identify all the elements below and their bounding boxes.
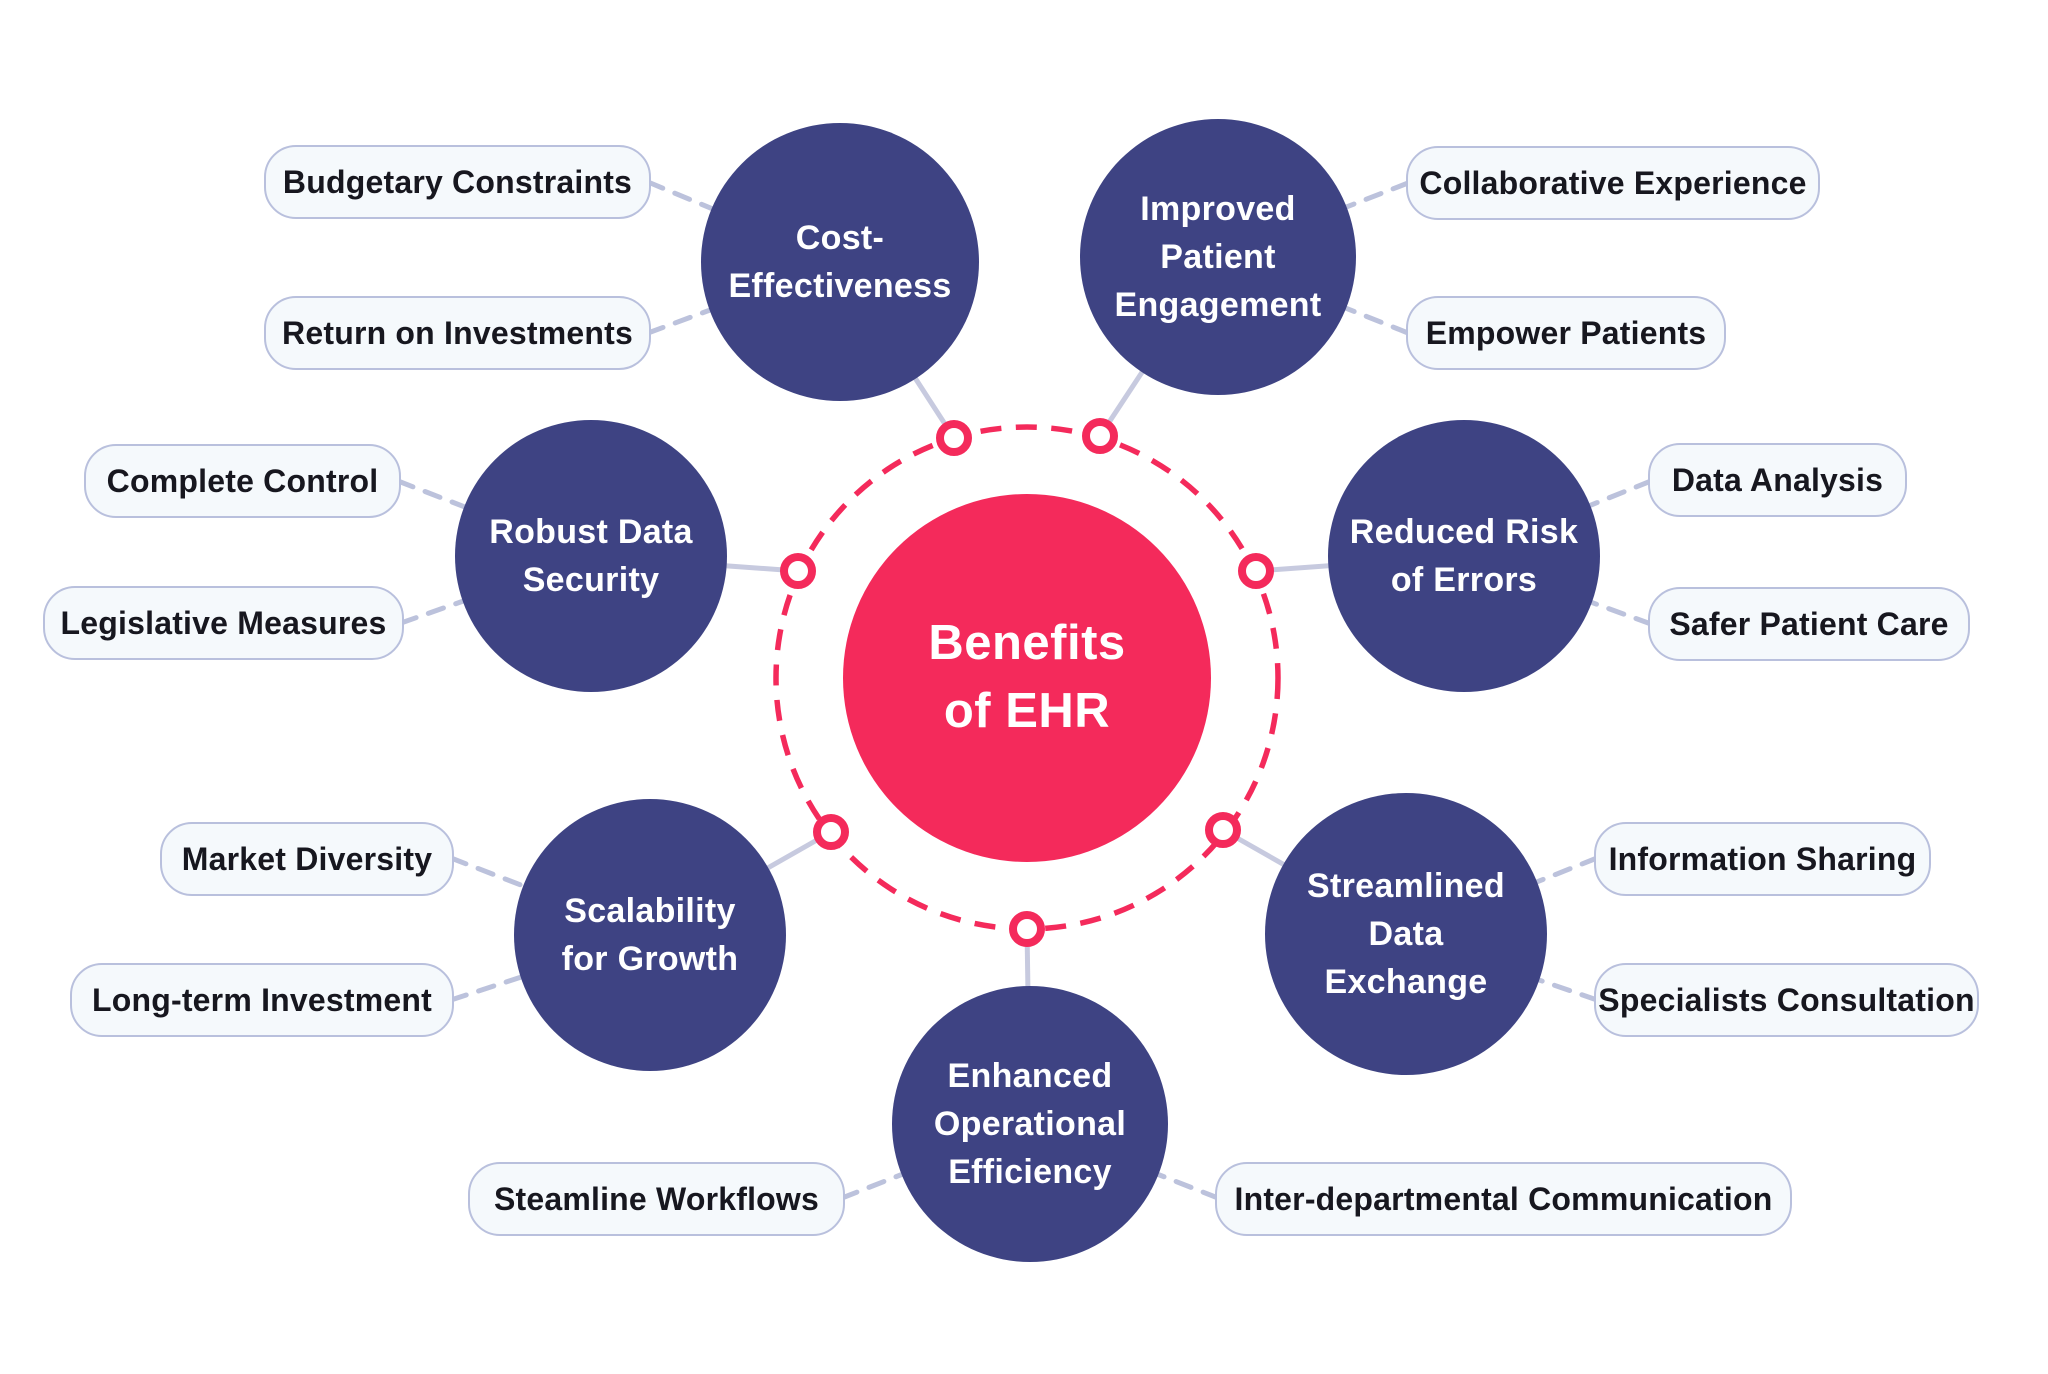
node-label-line: Operational (933, 1104, 1127, 1143)
leaf-pill-legislative-measures: Legislative Measures (43, 586, 404, 660)
node-circle-scalability: Scalability for Growth (514, 799, 786, 1071)
ring-node-cost-effectiveness (936, 420, 972, 456)
leaf-pill-steamline-workflows: Steamline Workflows (468, 1162, 845, 1236)
node-label-line: Improved (1140, 189, 1296, 228)
leaf-pill-collaborative-experience: Collaborative Experience (1406, 146, 1820, 220)
node-circle-patient-engagement: Improved Patient Engagement (1080, 119, 1356, 395)
leaf-pill-interdepartmental-communication: Inter-departmental Communication (1215, 1162, 1792, 1236)
node-label-line: Cost- (795, 218, 885, 257)
node-label-line: Engagement (1114, 286, 1322, 325)
ring-node-scalability (813, 814, 849, 850)
node-label-line: Data (1368, 914, 1444, 953)
leaf-pill-return-on-investments: Return on Investments (264, 296, 651, 370)
node-label-line: Security (522, 561, 660, 599)
leaf-pill-complete-control: Complete Control (84, 444, 401, 518)
node-label-line: Enhanced (947, 1056, 1113, 1095)
hub-title-line-2: of EHR (943, 684, 1111, 738)
node-label-line: Patient (1160, 237, 1276, 276)
node-label-line: for Growth (561, 940, 739, 978)
ring-node-efficiency (1009, 911, 1045, 947)
node-label-line: Robust Data (489, 512, 693, 551)
leaf-pill-data-analysis: Data Analysis (1648, 443, 1907, 517)
ring-node-patient-engagement (1082, 418, 1118, 454)
node-circle-reduced-risk: Reduced Risk of Errors (1328, 420, 1600, 692)
node-label-line: Scalability (564, 891, 736, 930)
node-label-line: of Errors (1390, 561, 1538, 599)
node-label-line: Exchange (1324, 963, 1488, 1002)
leaf-pill-budgetary-constraints: Budgetary Constraints (264, 145, 651, 219)
ring-node-reduced-risk (1238, 553, 1274, 589)
node-circle-data-exchange: Streamlined Data Exchange (1265, 793, 1547, 1075)
node-label-line: Streamlined (1307, 866, 1505, 905)
node-label-line: Reduced Risk (1349, 512, 1579, 551)
node-circle-cost-effectiveness: Cost- Effectiveness (701, 123, 979, 401)
leaf-pill-market-diversity: Market Diversity (160, 822, 454, 896)
leaf-pill-safer-patient-care: Safer Patient Care (1648, 587, 1970, 661)
leaf-pill-information-sharing: Information Sharing (1594, 822, 1931, 896)
leaf-pill-specialists-consultation: Specialists Consultation (1594, 963, 1979, 1037)
leaf-pill-empower-patients: Empower Patients (1406, 296, 1726, 370)
ring-node-data-security (780, 553, 816, 589)
hub-circle: Benefits of EHR (843, 494, 1211, 862)
leaf-pill-long-term-investment: Long-term Investment (70, 963, 454, 1037)
node-label-line: Efficiency (948, 1153, 1112, 1192)
hub-title-line-1: Benefits (928, 616, 1126, 671)
node-circle-data-security: Robust Data Security (455, 420, 727, 692)
ring-node-data-exchange (1205, 812, 1241, 848)
node-label-line: Effectiveness (728, 267, 952, 305)
node-circle-efficiency: Enhanced Operational Efficiency (892, 986, 1168, 1262)
